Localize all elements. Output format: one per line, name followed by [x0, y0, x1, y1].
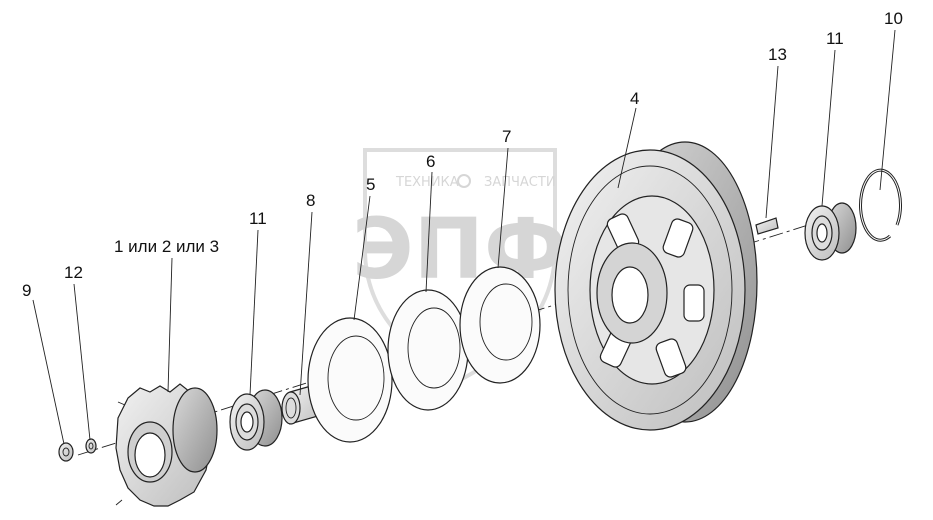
watermark-top-left-text: ТЕХНИКА	[395, 175, 459, 190]
callout-6: 6	[426, 152, 435, 171]
gasket-5	[307, 317, 393, 443]
gear-icon	[457, 174, 471, 188]
callout-10: 10	[884, 9, 903, 28]
leader-lines	[32, 29, 896, 445]
callout-9: 9	[22, 281, 31, 300]
nut-9	[58, 442, 74, 462]
watermark-top-right-text: ЗАПЧАСТИ	[484, 175, 556, 190]
pin-13	[755, 217, 779, 235]
washer-12	[85, 438, 97, 454]
bearing-11-right	[804, 202, 857, 261]
callout-12: 12	[64, 263, 83, 282]
bearing-11-left	[229, 389, 283, 451]
pulley-4	[554, 141, 758, 431]
callout-1-2-3: 1 или 2 или 3	[114, 237, 219, 256]
callout-11-left: 11	[249, 209, 267, 228]
callout-7: 7	[502, 127, 511, 146]
callout-labels: 9 12 1 или 2 или 3 11 8 5 6 7 4 13 11 10	[22, 9, 903, 300]
sprocket-1-2-3	[115, 383, 218, 507]
callout-13: 13	[768, 45, 787, 64]
watermark: ТЕХНИКА ЗАПЧАСТИ ЭПФ	[352, 148, 567, 383]
callout-11-right: 11	[826, 29, 844, 48]
watermark-big-text: ЭПФ	[352, 200, 567, 298]
callout-4: 4	[630, 89, 639, 108]
snap-ring-10	[859, 168, 902, 242]
callout-5: 5	[366, 175, 375, 194]
gasket-7	[459, 266, 541, 384]
callout-8: 8	[306, 191, 315, 210]
gasket-6	[387, 289, 469, 411]
